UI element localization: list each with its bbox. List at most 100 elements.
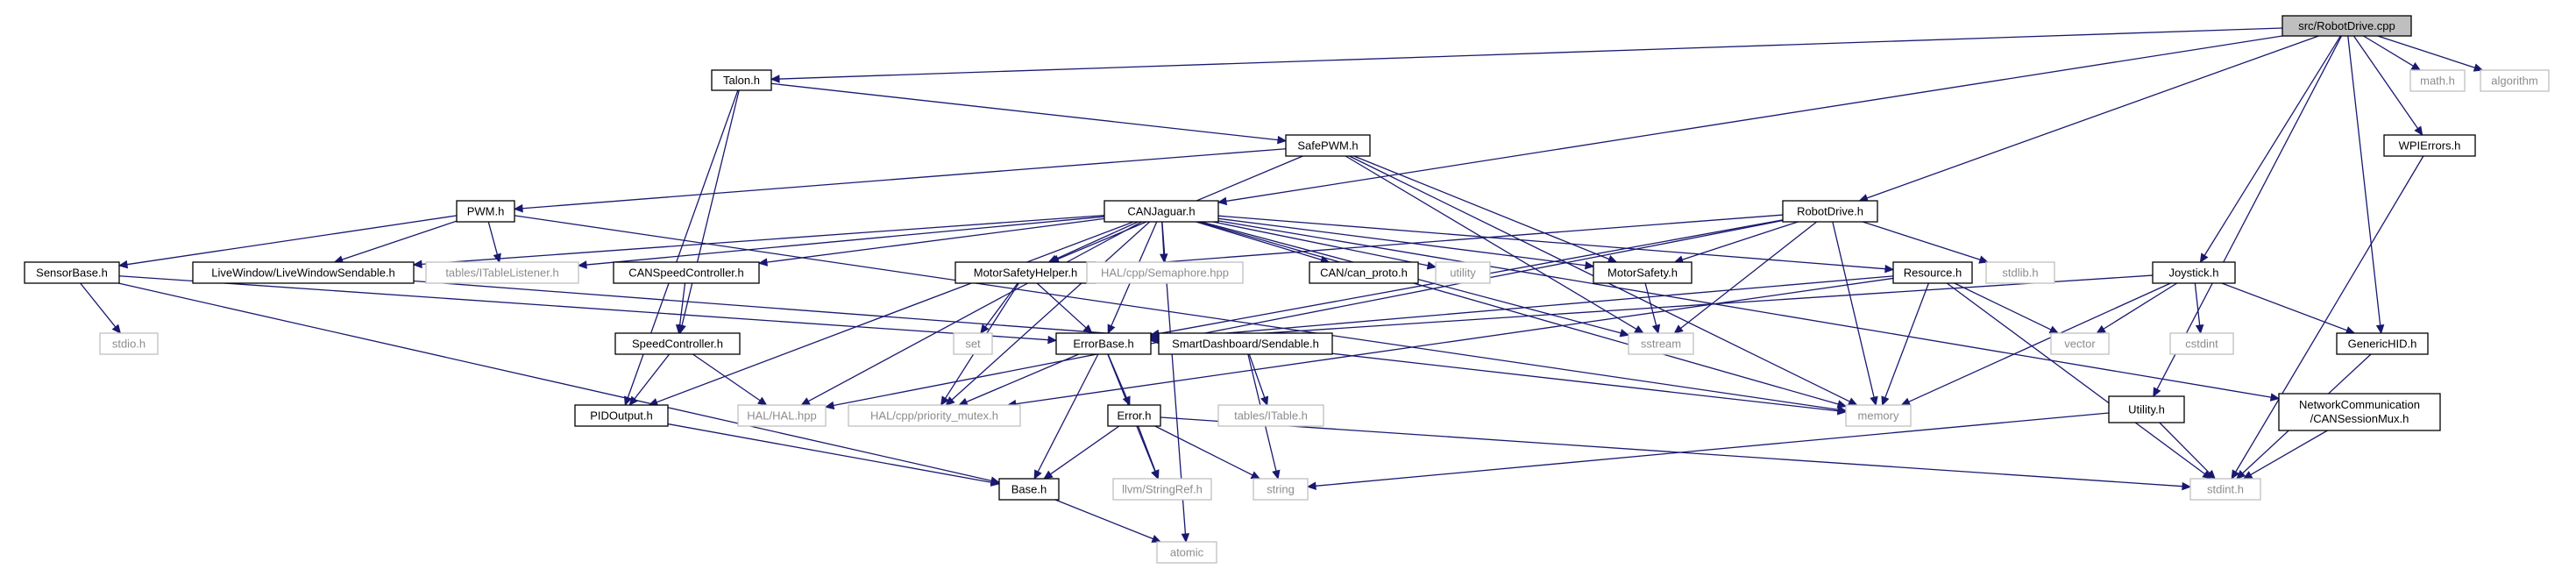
edge-root-to-joystick <box>2203 35 2341 256</box>
edge-arrowhead-error-to-string <box>1250 471 1261 480</box>
node-label-line-cansessionmux-0: NetworkCommunication <box>2299 398 2420 411</box>
node-pwm[interactable]: PWM.h <box>456 200 515 223</box>
node-box-motorsafetyhelper <box>954 261 1096 284</box>
node-error[interactable]: Error.h <box>1107 404 1161 427</box>
node-box-stdio <box>99 332 159 355</box>
node-box-talon <box>711 69 772 91</box>
node-speedctrl[interactable]: SpeedController.h <box>614 332 741 355</box>
node-motorsafetyhelper[interactable]: MotorSafetyHelper.h <box>954 261 1096 284</box>
node-sendable[interactable]: SmartDashboard/Sendable.h <box>1158 332 1333 355</box>
node-box-algorithm <box>2480 69 2550 92</box>
node-robotdrive[interactable]: RobotDrive.h <box>1782 200 1878 223</box>
node-box-lwsendable <box>192 261 415 284</box>
edge-arrowhead-safepwm-to-sstream <box>1634 325 1644 334</box>
edge-arrowhead-joystick-to-cstdint <box>2195 324 2204 335</box>
edge-canjaguar-to-utility <box>1212 221 1429 267</box>
edge-pwm-to-memory <box>514 215 1839 410</box>
node-errorbase[interactable]: ErrorBase.h <box>1055 332 1152 355</box>
edge-arrowhead-canjaguar-to-resource <box>1884 264 1895 274</box>
node-label-pidoutput: PIDOutput.h <box>590 409 653 422</box>
node-box-pidoutput <box>574 404 669 427</box>
node-box-errorbase <box>1055 332 1152 355</box>
edge-canjaguar-to-priomutex <box>951 221 1151 401</box>
node-box-root <box>2281 15 2412 37</box>
edge-joystick-to-vector <box>2103 282 2178 330</box>
edge-arrowhead-errorbase-to-priomutex <box>958 397 969 406</box>
edge-arrowhead-root-to-generichid <box>2375 324 2385 335</box>
edge-arrowhead-error-to-stdint <box>2182 481 2192 491</box>
edge-arrowhead-canjaguar-to-motorsafety <box>1584 260 1595 270</box>
node-generichid[interactable]: GenericHID.h <box>2336 332 2429 355</box>
node-root[interactable]: src/RobotDrive.cpp <box>2281 15 2412 37</box>
node-canspeedctrl[interactable]: CANSpeedController.h <box>613 261 760 284</box>
edge-arrowhead-robotdrive-to-memory <box>1870 395 1878 407</box>
edge-sendable-to-itable <box>1248 353 1266 398</box>
node-box-sendable <box>1158 332 1333 355</box>
node-canproto[interactable]: CAN/can_proto.h <box>1309 261 1419 284</box>
node-label-canspeedctrl: CANSpeedController.h <box>628 266 744 279</box>
node-sensorbase[interactable]: SensorBase.h <box>24 261 120 284</box>
node-lwsendable[interactable]: LiveWindow/LiveWindowSendable.h <box>192 261 415 284</box>
node-box-canproto <box>1309 261 1419 284</box>
node-talon[interactable]: Talon.h <box>711 69 772 91</box>
node-label-safepwm: SafePWM.h <box>1297 139 1358 152</box>
node-box-vector <box>2050 332 2110 355</box>
edge-resource-to-memory <box>1884 282 1930 398</box>
node-label-error: Error.h <box>1117 409 1151 422</box>
node-resource[interactable]: Resource.h <box>1892 261 1973 284</box>
node-wpierrors[interactable]: WPIErrors.h <box>2383 134 2476 157</box>
node-label-stringref: llvm/StringRef.h <box>1122 482 1203 495</box>
node-box-speedctrl <box>614 332 741 355</box>
edge-safepwm-to-sstream <box>1345 155 1637 330</box>
node-motorsafety[interactable]: MotorSafety.h <box>1593 261 1692 284</box>
node-joystick[interactable]: Joystick.h <box>2152 261 2236 284</box>
edge-error-to-stringref <box>1137 425 1156 472</box>
node-pidoutput[interactable]: PIDOutput.h <box>574 404 669 427</box>
edge-joystick-to-errorbase <box>1158 274 2154 341</box>
node-label-atomic: atomic <box>1170 545 1204 558</box>
edge-arrowhead-motorsafetyhelper-to-set <box>980 324 990 334</box>
edge-arrowhead-resource-to-memory <box>1881 395 1890 407</box>
node-label-base: Base.h <box>1011 482 1047 495</box>
node-safepwm[interactable]: SafePWM.h <box>1285 134 1371 157</box>
edge-arrowhead-speedctrl-to-pidoutput <box>628 395 638 406</box>
node-label-vector: vector <box>2064 337 2096 350</box>
edge-arrowhead-error-to-base <box>1043 470 1054 480</box>
node-label-errorbase: ErrorBase.h <box>1073 337 1133 350</box>
node-cansessionmux[interactable]: NetworkCommunication/CANSessionMux.h <box>2278 393 2441 431</box>
node-label-math: math.h <box>2420 74 2455 87</box>
node-canjaguar[interactable]: CANJaguar.h <box>1103 200 1219 223</box>
edge-error-to-string <box>1154 425 1253 476</box>
node-box-safepwm <box>1285 134 1371 157</box>
node-label-algorithm: algorithm <box>2491 74 2537 87</box>
node-label-halhal: HAL/HAL.hpp <box>747 409 817 422</box>
edge-robotdrive-to-halhal <box>833 219 1784 407</box>
edge-canjaguar-to-lwsendable <box>421 214 1105 265</box>
edge-arrowhead-root-to-utilityh <box>2153 387 2161 398</box>
edge-arrowhead-resource-to-vector <box>2048 325 2060 334</box>
edge-arrowhead-safepwm-to-pwm <box>513 203 523 213</box>
node-label-stdlib: stdlib.h <box>2002 266 2038 279</box>
node-box-wpierrors <box>2383 134 2476 157</box>
edge-error-to-base <box>1050 425 1120 475</box>
edge-sensorbase-to-errorbase <box>118 275 1049 341</box>
node-label-joystick: Joystick.h <box>2168 266 2218 279</box>
edge-speedctrl-to-halhal <box>692 353 761 402</box>
edge-canjaguar-to-halhal <box>807 221 1143 402</box>
node-cstdint: cstdint <box>2169 332 2234 355</box>
node-label-halsemaphore: HAL/cpp/Semaphore.hpp <box>1101 266 1229 279</box>
edge-canjaguar-to-canproto <box>1196 221 1322 261</box>
node-label-stdio: stdio.h <box>112 337 145 350</box>
node-box-sstream <box>1628 332 1694 355</box>
node-stringref: llvm/StringRef.h <box>1112 478 1212 501</box>
node-base[interactable]: Base.h <box>998 478 1060 501</box>
edge-arrowhead-robotdrive-to-halhal <box>824 401 835 410</box>
node-box-cstdint <box>2169 332 2234 355</box>
edge-utilityh-to-stdint <box>2159 422 2211 474</box>
node-label-speedctrl: SpeedController.h <box>632 337 723 350</box>
edge-arrowhead-robotdrive-to-sstream <box>1673 324 1684 334</box>
nodes-layer: src/RobotDrive.cpp math.h algorithm Talon.h… <box>24 15 2550 564</box>
node-itable: tables/ITable.h <box>1217 404 1324 427</box>
node-utilityh[interactable]: Utility.h <box>2108 395 2185 423</box>
